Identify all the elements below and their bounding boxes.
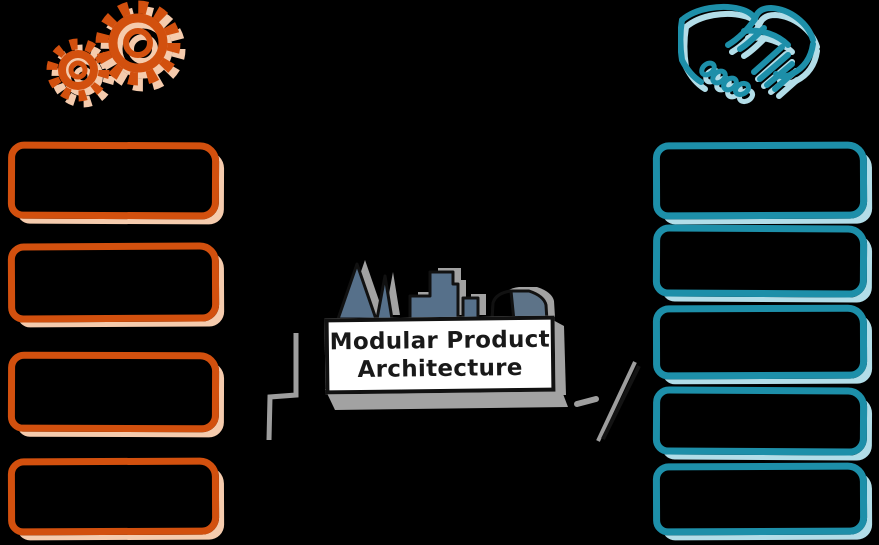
gears-main bbox=[46, 0, 181, 102]
blocks-box-illustration bbox=[266, 260, 641, 442]
crate-edge-lines bbox=[266, 333, 637, 442]
center-label: Modular Product Architecture bbox=[324, 315, 556, 395]
arch-block-left-slice bbox=[490, 289, 516, 323]
gears-icon bbox=[46, 0, 186, 108]
right-placeholder-box-3 bbox=[652, 304, 868, 380]
right-placeholder-box-1 bbox=[652, 141, 868, 220]
handshake-icon bbox=[678, 3, 820, 105]
right-placeholder-box-2 bbox=[652, 224, 868, 298]
leaning-stick bbox=[601, 365, 641, 440]
handshake-main bbox=[678, 3, 816, 98]
left-placeholder-box-1 bbox=[7, 141, 220, 220]
center-label-line2: Architecture bbox=[357, 354, 523, 384]
right-placeholder-box-5 bbox=[652, 462, 868, 536]
center-label-line1: Modular Product bbox=[329, 326, 551, 356]
left-placeholder-box-4 bbox=[7, 457, 220, 536]
left-placeholder-box-3 bbox=[7, 351, 220, 433]
left-placeholder-box-2 bbox=[7, 242, 220, 323]
right-placeholder-box-4 bbox=[652, 386, 868, 456]
building-blocks bbox=[336, 262, 549, 323]
t-shaped-block bbox=[408, 270, 460, 321]
shard-block bbox=[375, 274, 394, 321]
